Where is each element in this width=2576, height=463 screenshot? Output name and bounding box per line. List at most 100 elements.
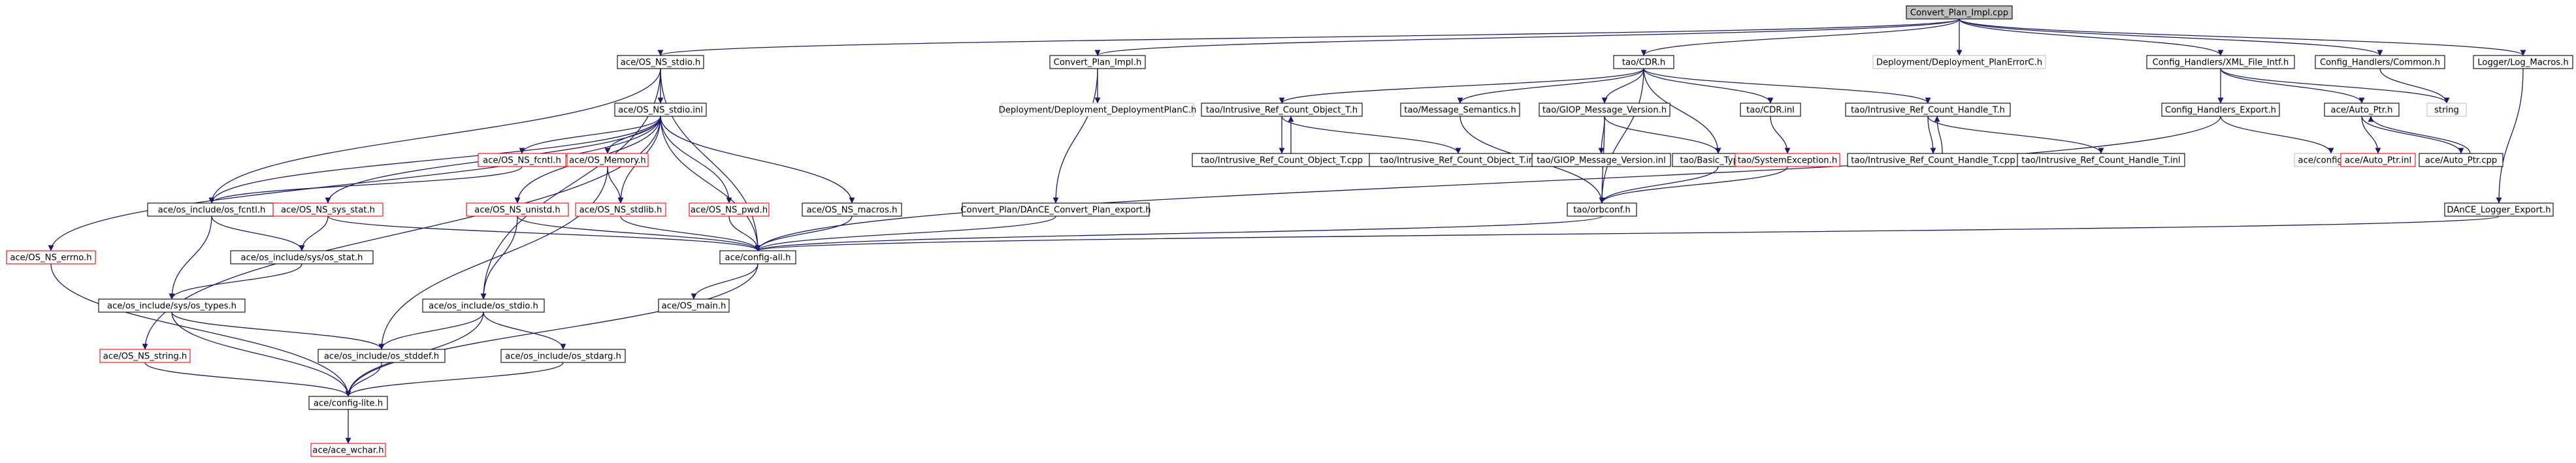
node-box-os_unistd_h	[466, 202, 569, 217]
node-root[interactable]: Convert_Plan_Impl.cpp	[1906, 5, 2013, 20]
edge-config_all-to-os_main	[691, 263, 758, 300]
node-box-os_sys_stat_h	[272, 202, 383, 217]
node-box-orbconf	[1567, 202, 1637, 217]
node-box-auto_ptr_inl	[2340, 153, 2416, 167]
node-label-os_memory_h: ace/OS_Memory.h	[569, 156, 646, 166]
node-auto_ptr_inl[interactable]: ace/Auto_Ptr.inl	[2340, 153, 2416, 167]
node-box-dplan_err	[1872, 55, 2046, 69]
node-os_inc_sys_types[interactable]: ace/os_include/sys/os_types.h	[98, 298, 246, 313]
node-box-config_all	[719, 250, 796, 264]
edge-root-to-ch_common	[1959, 18, 2383, 56]
node-config_all[interactable]: ace/config-all.h	[719, 250, 796, 264]
edge-tao_cdr_h-to-orbconf	[1599, 68, 1644, 204]
node-xml_file_intf[interactable]: Config_Handlers/XML_File_Intf.h	[2146, 55, 2295, 69]
node-label-os_stdlib_h: ace/OS_NS_stdlib.h	[579, 206, 662, 216]
edge-irch_t_cpp-to-irch_t_h	[1934, 116, 1943, 154]
node-dance_cp_export[interactable]: Convert_Plan/DAnCE_Convert_Plan_export.h	[960, 202, 1151, 217]
node-box-auto_ptr_h	[2324, 103, 2400, 117]
edge-os_inc_fcntl-to-os_inc_sys_stat	[211, 216, 305, 251]
node-ch_common[interactable]: Config_Handlers/Common.h	[2315, 55, 2445, 69]
node-os_pwd_h[interactable]: ace/OS_NS_pwd.h	[689, 202, 770, 217]
node-box-os_inc_sys_stat	[230, 250, 374, 264]
node-box-auto_ptr_cpp	[2419, 153, 2503, 167]
node-label-giop_ver_h: tao/GIOP_Message_Version.h	[1542, 106, 1667, 116]
node-box-os_pwd_h	[689, 202, 770, 217]
node-giop_ver_h[interactable]: tao/GIOP_Message_Version.h	[1539, 103, 1671, 117]
node-msg_sem[interactable]: tao/Message_Semantics.h	[1400, 103, 1520, 117]
edge-xml_file_intf-to-string	[2220, 68, 2450, 104]
node-label-os_sys_stat_h: ace/OS_NS_sys_stat.h	[281, 206, 375, 216]
node-label-auto_ptr_h: ace/Auto_Ptr.h	[2331, 106, 2393, 116]
node-box-os_main	[658, 298, 730, 313]
node-os_inc_stdarg[interactable]: ace/os_include/os_stdarg.h	[500, 349, 626, 363]
node-os_inc_stddef[interactable]: ace/os_include/os_stddef.h	[318, 349, 446, 363]
node-irch_t_inl[interactable]: tao/Intrusive_Ref_Count_Handle_T.inl	[2017, 153, 2185, 167]
node-irco_t_cpp[interactable]: tao/Intrusive_Ref_Count_Object_T.cpp	[1192, 153, 1372, 167]
edge-log_macros-to-dance_log_export	[2496, 68, 2524, 204]
node-label-cpi_h: Convert_Plan_Impl.h	[1054, 58, 1142, 68]
node-box-os_macros_h	[802, 202, 902, 217]
node-orbconf[interactable]: tao/orbconf.h	[1567, 202, 1637, 217]
node-giop_ver_inl[interactable]: tao/GIOP_Message_Version.inl	[1531, 153, 1671, 167]
node-os_errno_h[interactable]: ace/OS_NS_errno.h	[6, 250, 96, 264]
node-irch_t_h[interactable]: tao/Intrusive_Ref_Count_Handle_T.h	[1845, 103, 2011, 117]
node-dance_log_export[interactable]: DAnCE_Logger_Export.h	[2444, 202, 2554, 217]
node-label-os_string_h: ace/OS_NS_string.h	[103, 352, 187, 362]
node-label-ch_common: Config_Handlers/Common.h	[2320, 58, 2440, 68]
edge-dance_cp_export-to-config_all	[755, 216, 1056, 251]
node-auto_ptr_cpp[interactable]: ace/Auto_Ptr.cpp	[2419, 153, 2503, 167]
node-cdr_inl[interactable]: tao/CDR.inl	[1740, 103, 1801, 117]
node-box-irch_t_h	[1845, 103, 2011, 117]
node-os_stdio_h[interactable]: ace/OS_NS_stdio.h	[617, 55, 704, 69]
edge-cpi_h-to-dance_cp_export	[1052, 68, 1098, 204]
node-box-tao_cdr_h	[1613, 55, 1674, 69]
node-config_lite[interactable]: ace/config-lite.h	[308, 396, 388, 410]
node-cpi_h[interactable]: Convert_Plan_Impl.h	[1049, 55, 1146, 69]
node-label-dance_log_export: DAnCE_Logger_Export.h	[2447, 206, 2551, 216]
node-log_macros[interactable]: Logger/Log_Macros.h	[2473, 55, 2573, 69]
node-label-os_macros_h: ace/OS_NS_macros.h	[807, 206, 898, 216]
edge-os_stdio_inl-to-config_all	[660, 116, 761, 251]
node-box-dd_planc	[1001, 103, 1194, 117]
node-os_stdlib_h[interactable]: ace/OS_NS_stdlib.h	[575, 202, 666, 217]
node-os_macros_h[interactable]: ace/OS_NS_macros.h	[802, 202, 902, 217]
edge-cdr_inl-to-sys_exc	[1770, 116, 1791, 154]
node-box-irco_t_h	[1201, 103, 1363, 117]
node-tao_cdr_h[interactable]: tao/CDR.h	[1613, 55, 1674, 69]
node-box-os_inc_stdio	[422, 298, 545, 313]
node-os_main[interactable]: ace/OS_main.h	[658, 298, 730, 313]
edge-tao_cdr_h-to-giop_ver_h	[1601, 68, 1644, 104]
node-box-sys_exc	[1735, 153, 1840, 167]
node-os_fcntl_h[interactable]: ace/OS_NS_fcntl.h	[478, 153, 566, 167]
node-os_string_h[interactable]: ace/OS_NS_string.h	[99, 349, 191, 363]
node-label-os_pwd_h: ace/OS_NS_pwd.h	[691, 206, 768, 216]
node-os_sys_stat_h[interactable]: ace/OS_NS_sys_stat.h	[272, 202, 383, 217]
node-sys_exc[interactable]: tao/SystemException.h	[1735, 153, 1840, 167]
node-label-auto_ptr_inl: ace/Auto_Ptr.inl	[2345, 156, 2411, 166]
node-irco_t_inl[interactable]: tao/Intrusive_Ref_Count_Object_T.inl	[1369, 153, 1548, 167]
edge-os_unistd_h-to-config_all	[517, 216, 761, 251]
node-box-ace_wchar	[310, 443, 386, 457]
node-ch_export[interactable]: Config_Handlers_Export.h	[2161, 103, 2280, 117]
node-label-os_errno_h: ace/OS_NS_errno.h	[10, 253, 91, 263]
node-os_unistd_h[interactable]: ace/OS_NS_unistd.h	[466, 202, 569, 217]
node-label-ace_wchar: ace/ace_wchar.h	[312, 446, 383, 456]
node-box-ch_export	[2161, 103, 2280, 117]
node-irch_t_cpp[interactable]: tao/Intrusive_Ref_Count_Handle_T.cpp	[1847, 153, 2019, 167]
node-label-os_inc_stddef: ace/os_include/os_stddef.h	[324, 352, 439, 362]
node-label-msg_sem: tao/Message_Semantics.h	[1404, 106, 1516, 116]
node-ace_wchar[interactable]: ace/ace_wchar.h	[310, 443, 386, 457]
edge-os_unistd_h-to-os_inc_stdio	[480, 216, 518, 300]
node-os_stdio_inl[interactable]: ace/OS_NS_stdio.inl	[614, 103, 707, 117]
node-label-irco_t_cpp: tao/Intrusive_Ref_Count_Object_T.cpp	[1201, 156, 1363, 166]
node-os_inc_fcntl[interactable]: ace/os_include/os_fcntl.h	[147, 202, 276, 217]
node-box-giop_ver_inl	[1531, 153, 1671, 167]
node-os_memory_h[interactable]: ace/OS_Memory.h	[566, 153, 649, 167]
edges-layer	[48, 18, 2526, 444]
node-os_inc_sys_stat[interactable]: ace/os_include/sys/os_stat.h	[230, 250, 374, 264]
edge-tao_cdr_h-to-irco_t_h	[1279, 68, 1644, 104]
node-irco_t_h[interactable]: tao/Intrusive_Ref_Count_Object_T.h	[1201, 103, 1363, 117]
node-os_inc_stdio[interactable]: ace/os_include/os_stdio.h	[422, 298, 545, 313]
node-auto_ptr_h[interactable]: ace/Auto_Ptr.h	[2324, 103, 2400, 117]
